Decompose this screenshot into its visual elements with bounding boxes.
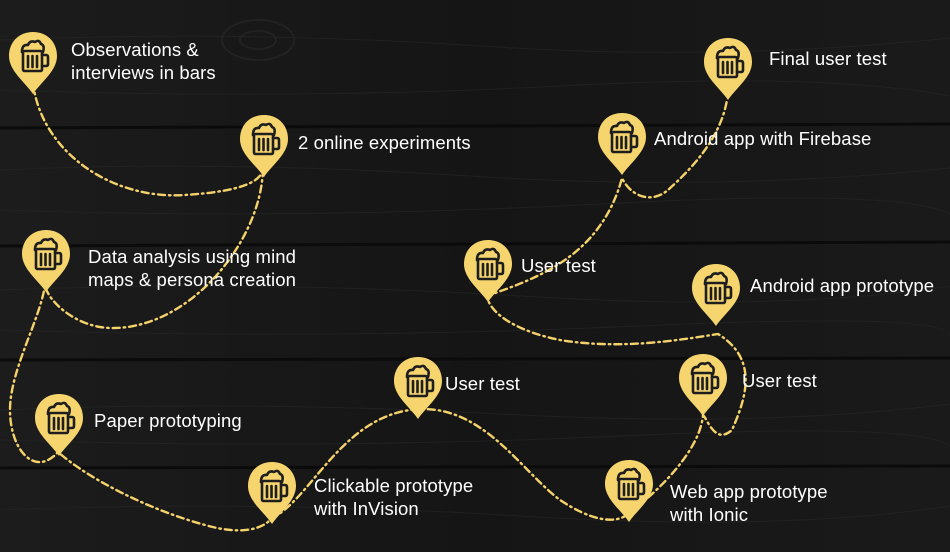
beer-mug-icon — [704, 38, 752, 100]
label-line-1: Observations & — [71, 39, 199, 60]
beer-mug-icon — [394, 357, 442, 419]
label-line-1: User test — [521, 255, 596, 276]
milestone-label-android-prototype: Android app prototype — [750, 274, 934, 297]
label-line-2: maps & persona creation — [88, 269, 296, 290]
milestone-label-android-firebase: Android app with Firebase — [654, 127, 871, 150]
label-line-2: with Ionic — [670, 504, 749, 525]
label-line-1: Final user test — [769, 48, 887, 69]
beer-mug-icon — [464, 240, 512, 302]
label-line-1: User test — [742, 370, 817, 391]
beer-mug-icon — [9, 32, 57, 94]
milestone-label-clickable-prototype: Clickable prototype with InVision — [314, 474, 473, 520]
label-line-2: with InVision — [314, 498, 419, 519]
label-line-1: User test — [445, 373, 520, 394]
label-line-1: Web app prototype — [670, 481, 828, 502]
milestone-pin-online-experiments — [238, 113, 290, 179]
label-line-1: Clickable prototype — [314, 475, 474, 496]
milestone-pin-android-firebase — [596, 111, 648, 177]
milestone-label-final-user-test: Final user test — [769, 47, 887, 70]
milestone-pin-user-test-1 — [392, 355, 444, 421]
beer-mug-icon — [22, 230, 70, 292]
milestone-pin-final-user-test — [702, 36, 754, 102]
milestone-label-observations: Observations & interviews in bars — [71, 38, 216, 84]
milestone-label-data-analysis: Data analysis using mind maps & persona … — [88, 245, 296, 291]
milestone-label-web-app-prototype: Web app prototype with Ionic — [670, 480, 828, 526]
milestone-pin-user-test-3 — [462, 238, 514, 304]
milestone-pin-web-app-prototype — [603, 458, 655, 524]
milestone-pin-android-prototype — [690, 262, 742, 328]
milestone-label-user-test-1: User test — [445, 372, 520, 395]
milestone-pin-user-test-2 — [677, 352, 729, 418]
beer-mug-icon — [692, 264, 740, 326]
label-line-1: 2 online experiments — [298, 132, 471, 153]
milestone-pin-paper-prototyping — [33, 392, 85, 458]
beer-mug-icon — [605, 460, 653, 522]
milestone-label-user-test-2: User test — [742, 369, 817, 392]
label-line-1: Android app with Firebase — [654, 128, 872, 149]
label-line-1: Paper prototyping — [94, 410, 242, 431]
beer-mug-icon — [598, 113, 646, 175]
beer-mug-icon — [35, 394, 83, 456]
milestone-pin-clickable-prototype — [246, 460, 298, 526]
milestone-label-paper-prototyping: Paper prototyping — [94, 409, 242, 432]
milestone-label-online-experiments: 2 online experiments — [298, 131, 471, 154]
label-line-2: interviews in bars — [71, 62, 216, 83]
beer-mug-icon — [248, 462, 296, 524]
beer-mug-icon — [240, 115, 288, 177]
beer-mug-icon — [679, 354, 727, 416]
milestone-pin-observations — [7, 30, 59, 96]
milestone-label-user-test-3: User test — [521, 254, 596, 277]
label-line-1: Data analysis using mind — [88, 246, 297, 267]
label-line-1: Android app prototype — [750, 275, 935, 296]
milestone-pin-data-analysis — [20, 228, 72, 294]
